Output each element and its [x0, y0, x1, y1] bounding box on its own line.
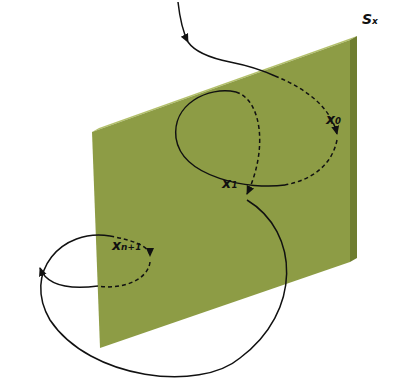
trajectory: [40, 2, 337, 377]
section-plane: [92, 36, 357, 348]
plane-label: Sₓ: [362, 12, 378, 26]
point-label: xₙ₊₁: [112, 238, 141, 252]
point-label: x₁: [222, 176, 237, 190]
point-label: x₀: [326, 112, 341, 126]
